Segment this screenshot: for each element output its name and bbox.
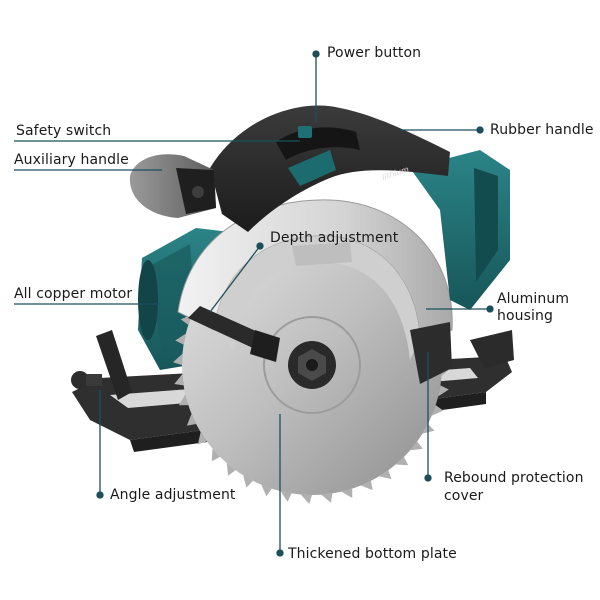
main-handle (210, 105, 450, 232)
label-auxiliary-handle: Auxiliary handle (14, 152, 129, 168)
label-thickened-bottom-plate: Thickened bottom plate (288, 546, 457, 562)
blade-tooth (321, 493, 333, 503)
blade-tooth (174, 374, 184, 386)
blade-tooth (175, 333, 186, 345)
rear-housing (410, 150, 510, 310)
blade-tooth (410, 441, 423, 451)
blade-tooth (186, 413, 197, 426)
blade-tooth (431, 405, 444, 416)
blade-tooth (197, 432, 207, 445)
blade-tooth (226, 463, 236, 476)
label-aluminum-housing-line2: housing (497, 308, 553, 324)
rear-bracket (470, 330, 514, 368)
blade-tooth (341, 488, 353, 499)
depth-adjustment-lever (188, 306, 280, 362)
label-depth-adjustment: Depth adjustment (270, 230, 399, 246)
label-aluminum-housing-line1: Aluminum (497, 291, 570, 307)
label-rubber-handle: Rubber handle (490, 122, 594, 138)
blade-tooth (280, 491, 292, 502)
blade-tooth (211, 448, 221, 462)
blade-tooth (438, 385, 449, 397)
blade-tooth (261, 484, 272, 497)
label-safety-switch: Safety switch (16, 123, 112, 139)
auxiliary-handle-grip (129, 154, 216, 218)
blade-tooth (178, 394, 189, 406)
label-rebound-cover-line2: cover (444, 488, 484, 504)
blade-tooth (379, 470, 392, 480)
blade-tooth (300, 494, 312, 504)
blade-tooth (360, 480, 373, 491)
arbor-nut (288, 341, 336, 389)
label-power-button: Power button (327, 45, 422, 61)
label-rebound-cover-line1: Rebound protection (444, 470, 584, 486)
label-angle-adjustment: Angle adjustment (110, 487, 236, 503)
blade-tooth (243, 475, 253, 488)
leader-lines (14, 50, 494, 557)
blade-tooth (173, 353, 183, 365)
angle-adjustment-knob (71, 371, 102, 389)
label-all-copper-motor: All copper motor (14, 286, 133, 302)
blade-tooth (395, 456, 409, 466)
rebound-protection-cover (410, 322, 452, 384)
blade-guard (177, 199, 453, 360)
